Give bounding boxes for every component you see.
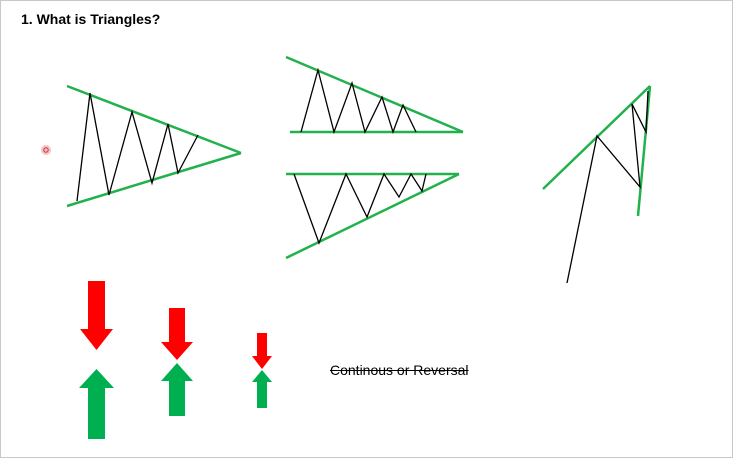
upper-trendline	[66, 84, 242, 155]
cursor-marker-icon	[41, 145, 51, 155]
price-path	[566, 90, 649, 284]
lower-trendline	[285, 172, 460, 260]
price-zigzag	[293, 172, 427, 245]
ascending-triangle	[285, 172, 460, 260]
price-zigzag	[76, 92, 199, 202]
descending-triangle	[285, 55, 464, 135]
arrow-up-icon	[252, 370, 272, 408]
steep-trendline	[636, 85, 652, 217]
arrow-down-icon	[80, 281, 113, 350]
lower-trendline	[66, 151, 242, 208]
arrow-down-icon	[252, 333, 272, 369]
slide-title: 1. What is Triangles?	[21, 11, 161, 27]
arrow-down-icon	[161, 308, 193, 360]
arrow-up-icon	[79, 369, 114, 439]
price-zigzag	[300, 67, 417, 135]
arrow-pair-medium	[161, 308, 193, 416]
arrow-pair-large	[79, 281, 114, 439]
upper-trendline	[285, 55, 464, 134]
symmetrical-triangle	[66, 84, 242, 208]
reversal-triangle	[542, 85, 652, 284]
continuation-or-reversal-label: Continous or Reversal	[330, 362, 469, 378]
arrow-pair-small	[252, 333, 272, 408]
arrow-up-icon	[161, 363, 193, 416]
